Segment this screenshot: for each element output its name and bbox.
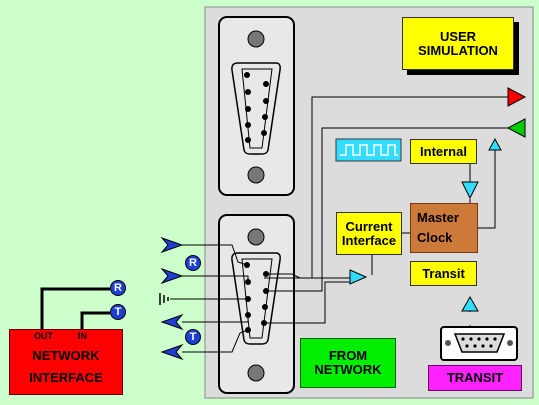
transit-connector-icon [440, 326, 518, 361]
network-interface-line-2: INTERFACE [29, 370, 103, 385]
arrow-out-1-icon [160, 313, 184, 331]
arrow-up-master-icon [488, 137, 502, 151]
master-clock-label: Master Clock [410, 203, 478, 253]
internal-label: Internal [410, 139, 477, 164]
master-clock-line-1: Master [417, 210, 459, 226]
network-interface-wiring [40, 287, 110, 330]
arrow-down-internal-icon [461, 181, 479, 200]
user-simulation-line-1: USER [439, 28, 477, 44]
network-interface-line-1: NETWORK [32, 348, 100, 364]
transit-label: Transit [410, 261, 477, 286]
r-marker-upper: R [185, 255, 201, 271]
from-network-line-2: NETWORK [314, 362, 382, 377]
from-network-label: FROM NETWORK [300, 338, 396, 388]
current-interface-line-2: Interface [341, 232, 397, 248]
arrow-up-transit-icon [461, 295, 479, 312]
user-simulation-label: USER SIMULATION [402, 17, 514, 70]
master-clock-line-2: Clock [417, 230, 453, 245]
t-marker-lower: T [185, 329, 201, 345]
network-interface-box: NETWORK INTERFACE [9, 329, 123, 395]
user-simulation-line-2: SIMULATION [418, 42, 498, 58]
arrow-in-1-icon [160, 236, 184, 254]
r-marker-network: R [110, 280, 126, 296]
top-db9-connector [218, 16, 295, 196]
out-port-label: OUT [34, 331, 53, 341]
bottom-db9-connector [218, 214, 295, 394]
arrow-right-current-icon [349, 269, 368, 285]
arrow-in-2-icon [160, 267, 184, 285]
arrow-out-2-icon [160, 343, 184, 361]
arrow-green-icon [506, 118, 526, 138]
t-marker-network: T [110, 304, 126, 320]
clock-waveform [335, 138, 402, 162]
current-interface-label: Current Interface [336, 212, 402, 255]
arrow-red-icon [507, 87, 527, 107]
transit-caption: TRANSIT [428, 365, 522, 391]
from-network-line-1: FROM [328, 348, 368, 364]
in-port-label: IN [78, 331, 87, 341]
current-interface-line-1: Current [345, 218, 393, 234]
ground-icon [159, 293, 169, 305]
